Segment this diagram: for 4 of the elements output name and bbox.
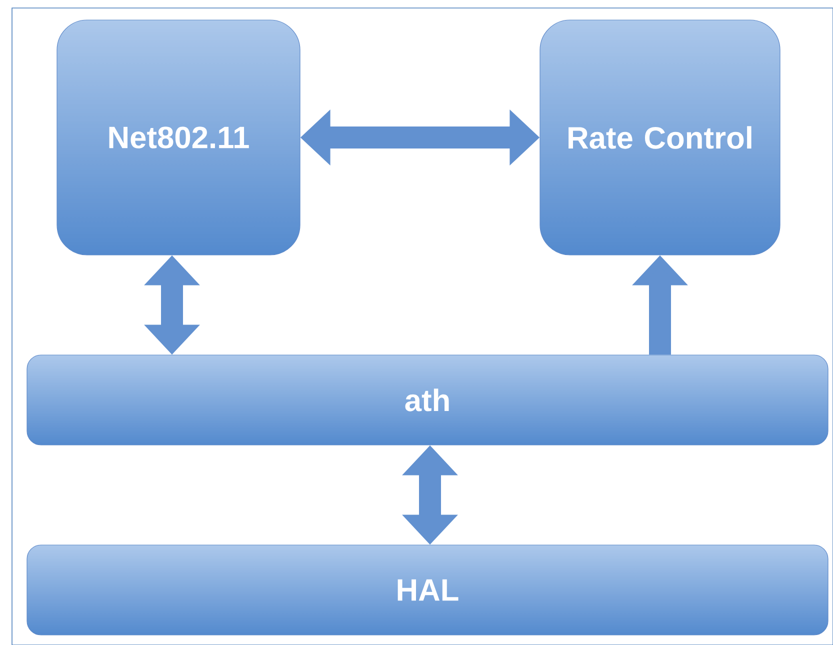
layer-bar: ath: [26, 354, 828, 446]
module-box: Rate Control: [540, 20, 780, 256]
layer-bar: HAL: [26, 544, 828, 636]
module-box: Net802.11: [56, 20, 300, 256]
